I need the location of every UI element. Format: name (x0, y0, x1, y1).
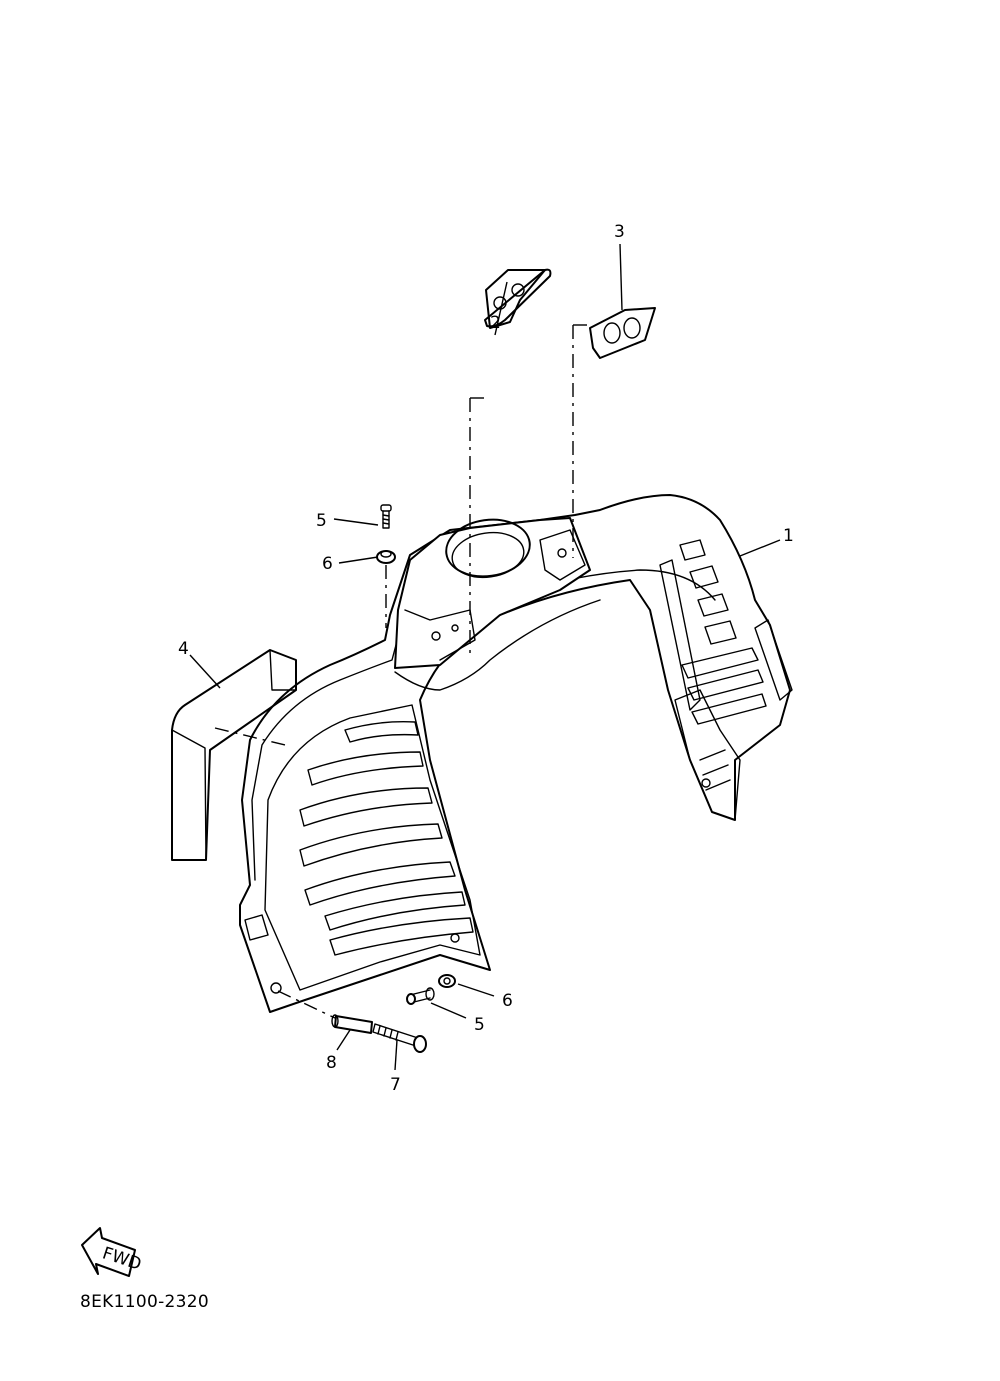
callout-2: 2 (490, 313, 501, 333)
callout-6-top: 6 (322, 554, 333, 574)
leader-lines (189, 243, 781, 1071)
callouts: 1 2 3 4 5 6 6 5 8 7 (178, 222, 794, 1095)
part-3-plate (589, 307, 656, 359)
callout-5-bottom: 5 (474, 1015, 485, 1035)
callout-4: 4 (178, 639, 189, 659)
callout-3: 3 (614, 222, 625, 242)
part-1-cowling (239, 494, 793, 1013)
callout-1: 1 (783, 526, 794, 546)
callout-8: 8 (326, 1053, 337, 1073)
part-5-screw-top (380, 504, 392, 529)
callout-6-bottom: 6 (502, 991, 513, 1011)
callout-5-top: 5 (316, 511, 327, 531)
part-8-collar (331, 1014, 373, 1034)
fwd-label: FWD (100, 1244, 144, 1275)
meter-housing (394, 517, 591, 669)
assembly-lines (214, 324, 590, 1019)
part-6-grommet-top (376, 550, 396, 564)
part-7-bolt (372, 1023, 427, 1053)
part-4-pad (171, 649, 297, 861)
part-6-grommet-bottom (438, 974, 456, 988)
drawing-code: 8EK1100-2320 (80, 1292, 209, 1312)
right-vent-slats (659, 539, 767, 725)
fwd-arrow-icon: FWD (81, 1227, 144, 1277)
callout-7: 7 (390, 1075, 401, 1095)
left-vent-slats (299, 721, 474, 956)
part-2-plate (484, 268, 552, 329)
part-5-screw-bottom (406, 987, 435, 1005)
